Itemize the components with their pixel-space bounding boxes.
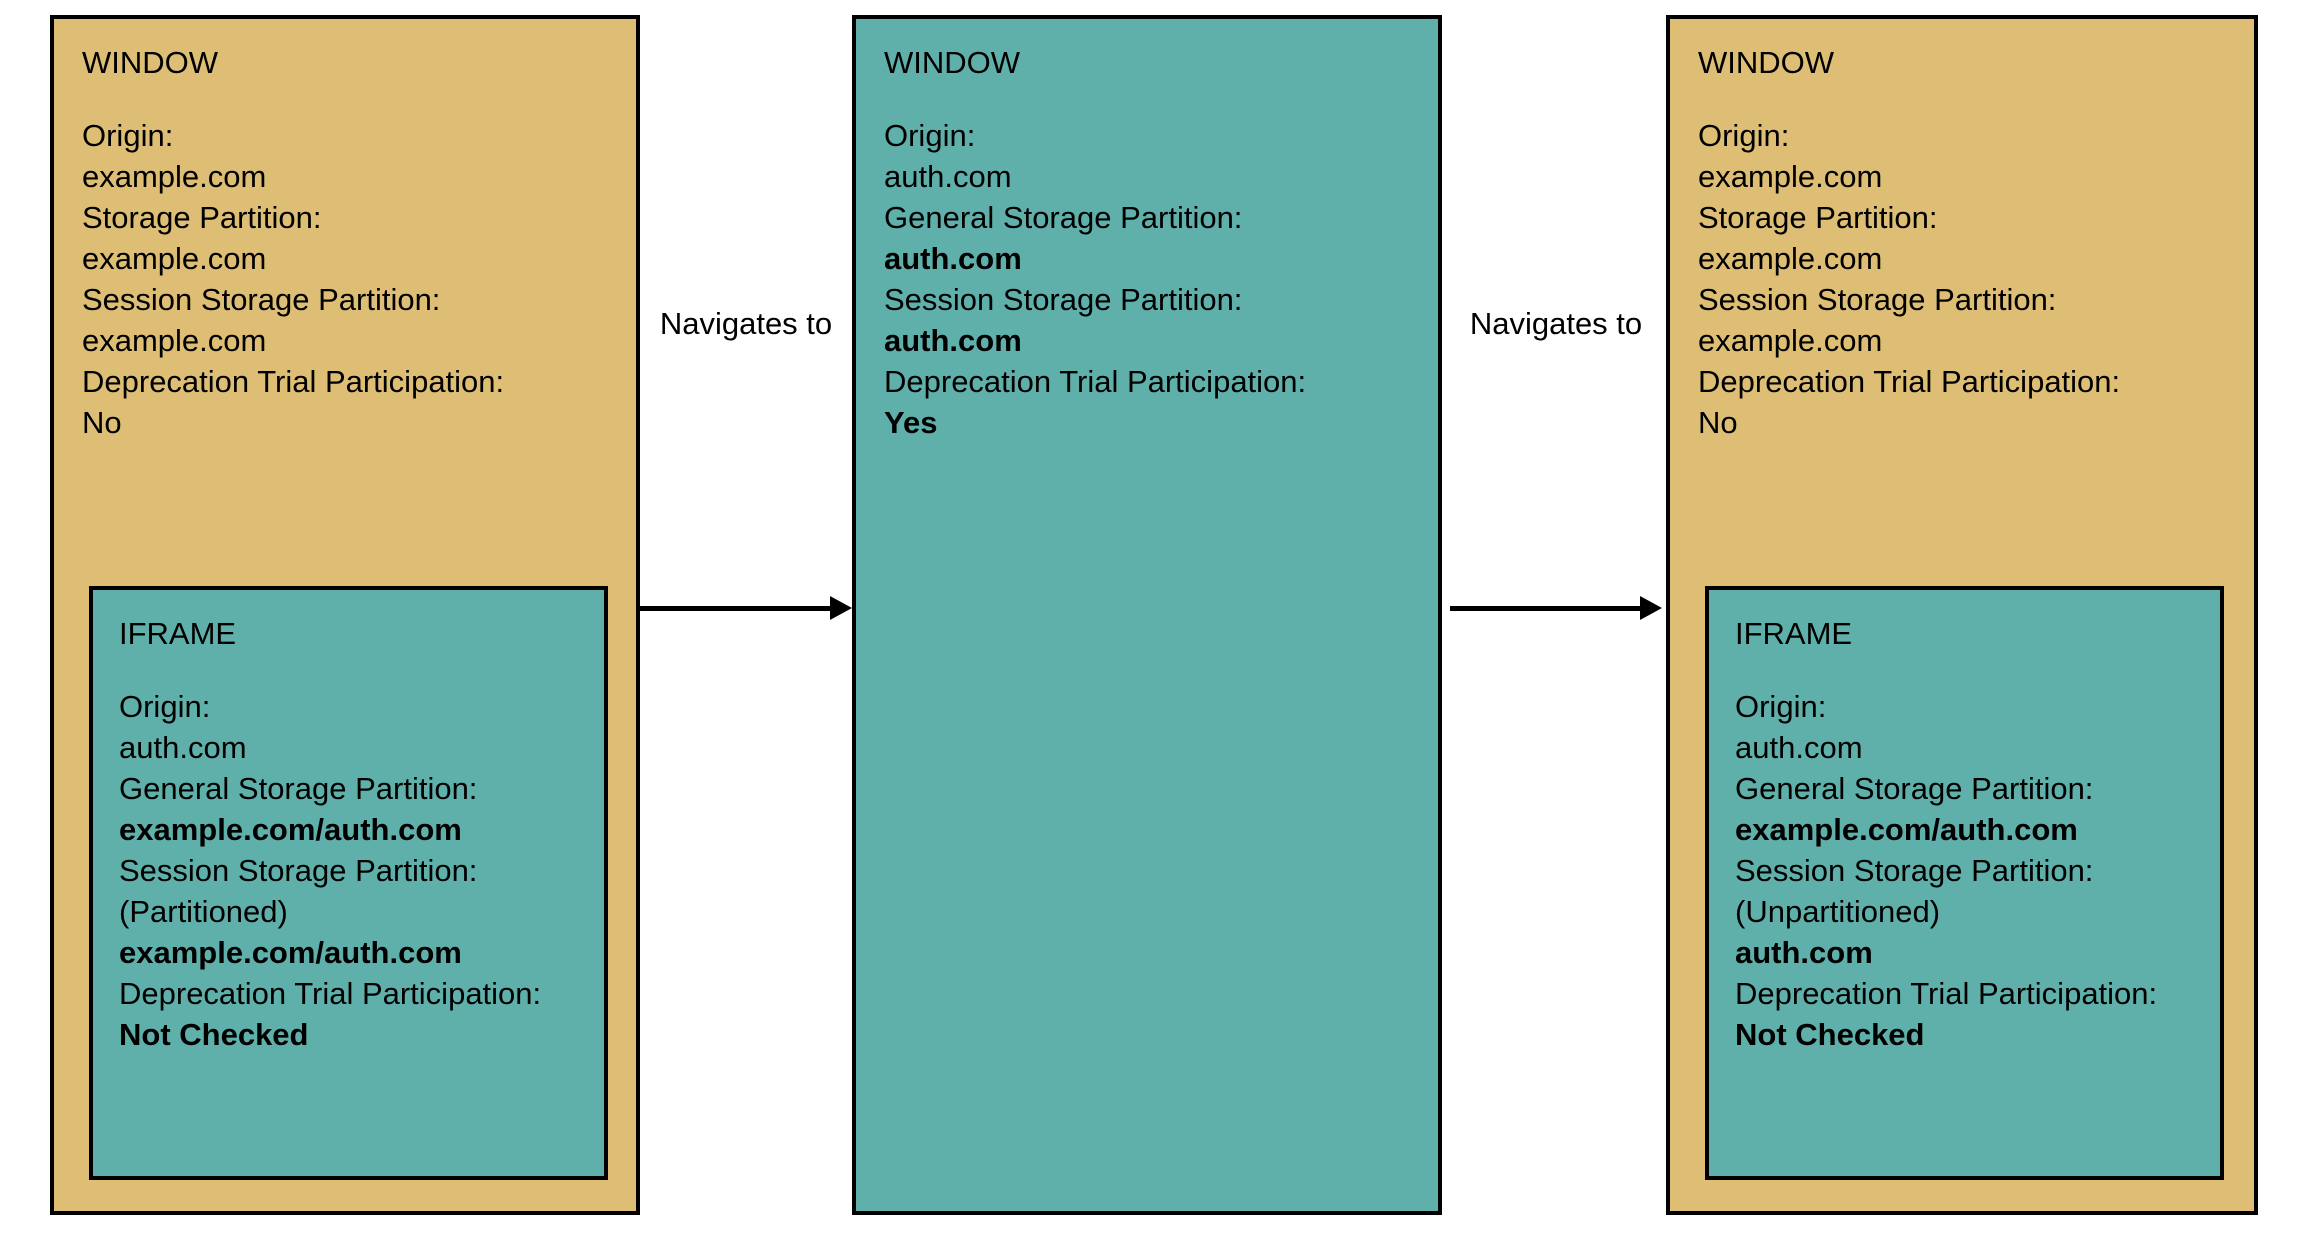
panel-2-field-origin-label: Origin: <box>884 118 976 153</box>
panel-3-iframe-field-deprecation-trial-value: Not Checked <box>1735 1017 1925 1052</box>
panel-3-iframe-box: IFRAME Origin: auth.com General Storage … <box>1705 586 2224 1180</box>
panel-3-field-storage-partition-label: Storage Partition: <box>1698 200 1938 235</box>
arrow-2-head <box>1640 596 1662 620</box>
arrow-1-head <box>830 596 852 620</box>
panel-3-iframe-field-session-storage-partition-value: auth.com <box>1735 935 1873 970</box>
panel-1-iframe-box: IFRAME Origin: auth.com General Storage … <box>89 586 608 1180</box>
panel-2-field-session-storage-partition-value: auth.com <box>884 323 1022 358</box>
panel-2-field-general-storage-partition: General Storage Partition: auth.com <box>884 197 1242 279</box>
panel-3-field-session-storage-partition-label: Session Storage Partition: <box>1698 282 2057 317</box>
panel-1-iframe-field-session-storage-partition-sub: (Partitioned) <box>119 894 288 929</box>
panel-1-field-origin: Origin: example.com <box>82 115 266 197</box>
panel-window-2: WINDOW Origin: auth.com General Storage … <box>852 15 1442 1215</box>
panel-1-iframe-field-session-storage-partition-label: Session Storage Partition: <box>119 853 478 888</box>
panel-window-3: WINDOW Origin: example.com Storage Parti… <box>1666 15 2258 1215</box>
panel-1-iframe-field-general-storage-partition: General Storage Partition: example.com/a… <box>119 768 477 850</box>
arrow-1-shaft <box>640 606 832 611</box>
panel-3-iframe-field-origin-label: Origin: <box>1735 689 1827 724</box>
panel-3-iframe-title: IFRAME <box>1735 616 1853 651</box>
panel-1-iframe-field-session-storage-partition-value: example.com/auth.com <box>119 935 462 970</box>
panel-1-iframe-field-origin: Origin: auth.com <box>119 686 247 768</box>
panel-3-window-title: WINDOW <box>1698 45 1835 80</box>
panel-1-iframe-field-deprecation-trial: Deprecation Trial Participation: Not Che… <box>119 973 541 1055</box>
panel-1-iframe-field-deprecation-trial-value: Not Checked <box>119 1017 309 1052</box>
panel-2-window-title: WINDOW <box>884 45 1021 80</box>
panel-3-iframe-field-general-storage-partition-value: example.com/auth.com <box>1735 812 2078 847</box>
arrow-2-shaft <box>1450 606 1642 611</box>
panel-2-field-deprecation-trial: Deprecation Trial Participation: Yes <box>884 361 1306 443</box>
panel-1-iframe-field-origin-value: auth.com <box>119 730 247 765</box>
panel-3-iframe-field-origin: Origin: auth.com <box>1735 686 1863 768</box>
panel-3-field-session-storage-partition-value: example.com <box>1698 323 1883 358</box>
panel-1-window-title: WINDOW <box>82 45 219 80</box>
panel-2-field-general-storage-partition-label: General Storage Partition: <box>884 200 1243 235</box>
panel-1-field-storage-partition-label: Storage Partition: <box>82 200 322 235</box>
panel-2-field-session-storage-partition: Session Storage Partition: auth.com <box>884 279 1242 361</box>
panel-1-iframe-field-general-storage-partition-value: example.com/auth.com <box>119 812 462 847</box>
panel-2-field-deprecation-trial-label: Deprecation Trial Participation: <box>884 364 1307 399</box>
panel-3-field-storage-partition-value: example.com <box>1698 241 1883 276</box>
panel-3-field-deprecation-trial-value: No <box>1698 405 1738 440</box>
panel-3-iframe-field-session-storage-partition: Session Storage Partition: (Unpartitione… <box>1735 850 2093 973</box>
panel-1-iframe-field-session-storage-partition: Session Storage Partition: (Partitioned)… <box>119 850 477 973</box>
panel-window-1: WINDOW Origin: example.com Storage Parti… <box>50 15 640 1215</box>
panel-1-field-deprecation-trial-value: No <box>82 405 122 440</box>
panel-1-field-deprecation-trial: Deprecation Trial Participation: No <box>82 361 504 443</box>
panel-3-iframe-field-general-storage-partition: General Storage Partition: example.com/a… <box>1735 768 2093 850</box>
panel-3-field-deprecation-trial: Deprecation Trial Participation: No <box>1698 361 2120 443</box>
panel-2-field-origin: Origin: auth.com <box>884 115 1012 197</box>
panel-3-iframe-field-origin-value: auth.com <box>1735 730 1863 765</box>
panel-1-field-storage-partition: Storage Partition: example.com <box>82 197 322 279</box>
panel-1-field-origin-label: Origin: <box>82 118 174 153</box>
arrow-1 <box>640 596 852 620</box>
panel-1-field-deprecation-trial-label: Deprecation Trial Participation: <box>82 364 505 399</box>
panel-3-field-origin-label: Origin: <box>1698 118 1790 153</box>
panel-3-iframe-field-session-storage-partition-sub: (Unpartitioned) <box>1735 894 1941 929</box>
panel-2-field-session-storage-partition-label: Session Storage Partition: <box>884 282 1243 317</box>
panel-1-iframe-field-origin-label: Origin: <box>119 689 211 724</box>
panel-3-field-session-storage-partition: Session Storage Partition: example.com <box>1698 279 2056 361</box>
arrow-1-label: Navigates to <box>659 306 833 341</box>
panel-3-field-deprecation-trial-label: Deprecation Trial Participation: <box>1698 364 2121 399</box>
panel-2-field-general-storage-partition-value: auth.com <box>884 241 1022 276</box>
panel-3-field-origin: Origin: example.com <box>1698 115 1882 197</box>
panel-1-iframe-field-deprecation-trial-label: Deprecation Trial Participation: <box>119 976 542 1011</box>
panel-2-field-origin-value: auth.com <box>884 159 1012 194</box>
panel-1-iframe-field-general-storage-partition-label: General Storage Partition: <box>119 771 478 806</box>
panel-1-field-session-storage-partition-value: example.com <box>82 323 267 358</box>
panel-3-field-origin-value: example.com <box>1698 159 1883 194</box>
panel-1-field-session-storage-partition-label: Session Storage Partition: <box>82 282 441 317</box>
panel-1-field-origin-value: example.com <box>82 159 267 194</box>
arrow-2 <box>1450 596 1662 620</box>
panel-1-iframe-title: IFRAME <box>119 616 237 651</box>
panel-1-field-storage-partition-value: example.com <box>82 241 267 276</box>
panel-3-iframe-field-deprecation-trial: Deprecation Trial Participation: Not Che… <box>1735 973 2157 1055</box>
panel-3-iframe-field-deprecation-trial-label: Deprecation Trial Participation: <box>1735 976 2158 1011</box>
panel-3-field-storage-partition: Storage Partition: example.com <box>1698 197 1938 279</box>
panel-2-field-deprecation-trial-value: Yes <box>884 405 938 440</box>
panel-3-iframe-field-session-storage-partition-label: Session Storage Partition: <box>1735 853 2094 888</box>
panel-3-iframe-field-general-storage-partition-label: General Storage Partition: <box>1735 771 2094 806</box>
panel-1-field-session-storage-partition: Session Storage Partition: example.com <box>82 279 440 361</box>
arrow-2-label: Navigates to <box>1469 306 1643 341</box>
